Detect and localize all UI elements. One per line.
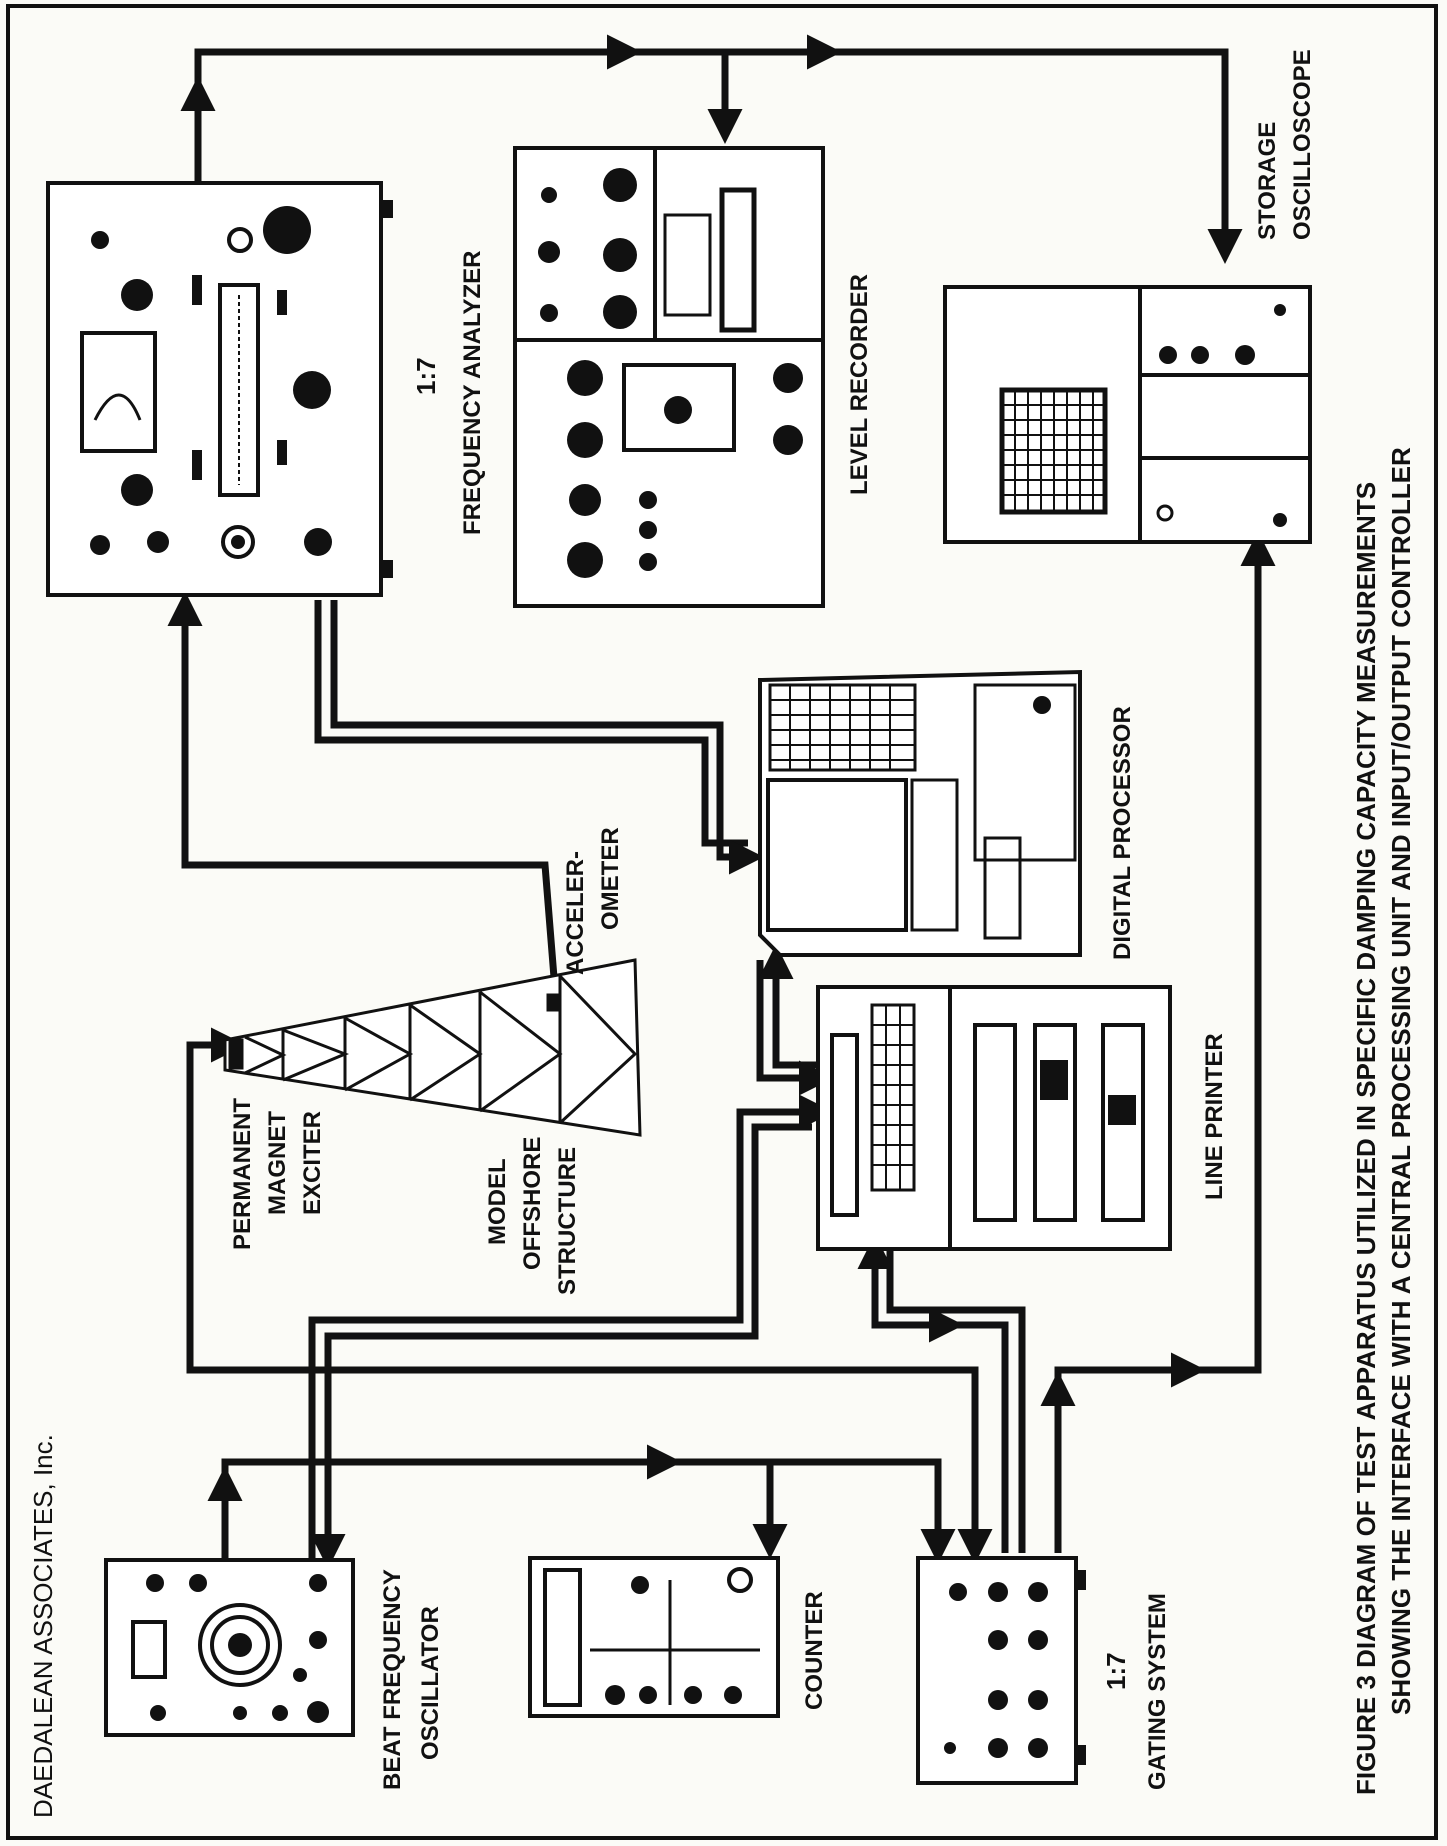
label-exciter-1: PERMANENT: [229, 1098, 256, 1250]
processor-screen: [766, 778, 908, 932]
accelerometer-block: [546, 993, 560, 1012]
caption-line-2: SHOWING THE INTERFACE WITH A CENTRAL PRO…: [1386, 447, 1416, 1715]
label-exciter-3: EXCITER: [299, 1111, 326, 1215]
signal-lines: [167, 34, 1276, 1569]
labels: DAEDALEAN ASSOCIATES, Inc. FIGURE 3 DIAG…: [28, 49, 1416, 1818]
label-bfo-2: OSCILLATOR: [417, 1606, 444, 1760]
line-analyzer-processor-b: [330, 600, 764, 875]
label-frequency-analyzer: FREQUENCY ANALYZER: [459, 251, 486, 535]
analyzer-meter: [80, 331, 157, 453]
recorder-chart: [719, 187, 757, 333]
label-exciter-2: MAGNET: [264, 1111, 291, 1215]
label-digital-processor: DIGITAL PROCESSOR: [1109, 706, 1136, 960]
analyzer-big-knob: [263, 206, 311, 254]
label-accelerometer-1: ACCELER-: [562, 851, 589, 975]
label-gating-system: GATING SYSTEM: [1144, 1593, 1171, 1790]
digital-processor: [758, 669, 1082, 957]
counter: [528, 1556, 780, 1718]
label-analyzer-count: 1:7: [411, 357, 441, 395]
line-accelerometer-to-analyzer: [167, 591, 559, 991]
line-oscillator-to-counter-gating: [221, 1458, 956, 1564]
label-storage: STORAGE: [1254, 122, 1281, 240]
model-offshore-structure: [223, 958, 642, 1137]
counter-display: [543, 1568, 582, 1707]
label-accelerometer-2: OMETER: [597, 827, 624, 930]
label-model-1: MODEL: [484, 1158, 511, 1245]
gating-system: [916, 1556, 1086, 1785]
level-recorder: [513, 146, 825, 608]
processor-keypad-grid: [768, 683, 917, 772]
company-header: DAEDALEAN ASSOCIATES, Inc.: [28, 1434, 58, 1818]
line-gating-to-oscilloscope: [1054, 531, 1276, 1553]
label-counter: COUNTER: [801, 1591, 828, 1710]
frequency-analyzer: [46, 181, 393, 597]
caption-line-1: FIGURE 3 DIAGRAM OF TEST APPARATUS UTILI…: [1351, 482, 1381, 1795]
storage-oscilloscope: [943, 285, 1312, 544]
label-line-printer: LINE PRINTER: [1201, 1033, 1228, 1200]
line-processor-printer-a: [772, 955, 820, 1069]
label-gating-count: 1:7: [1101, 1652, 1131, 1690]
exciter-block: [228, 1038, 244, 1070]
line-processor-printer-b: [756, 960, 834, 1096]
label-model-2: OFFSHORE: [519, 1137, 546, 1270]
label-model-3: STRUCTURE: [554, 1147, 581, 1295]
label-bfo-1: BEAT FREQUENCY: [379, 1569, 406, 1790]
analyzer-display: [218, 283, 260, 497]
label-level-recorder: LEVEL RECORDER: [846, 274, 873, 495]
line-exciter-to-gating: [186, 1027, 993, 1564]
line-printer: [816, 985, 1172, 1251]
label-oscilloscope: OSCILLOSCOPE: [1289, 49, 1316, 240]
beat-frequency-oscillator: [104, 1558, 355, 1737]
printer-keyboard: [870, 1003, 916, 1192]
page-border: [6, 4, 1438, 1840]
